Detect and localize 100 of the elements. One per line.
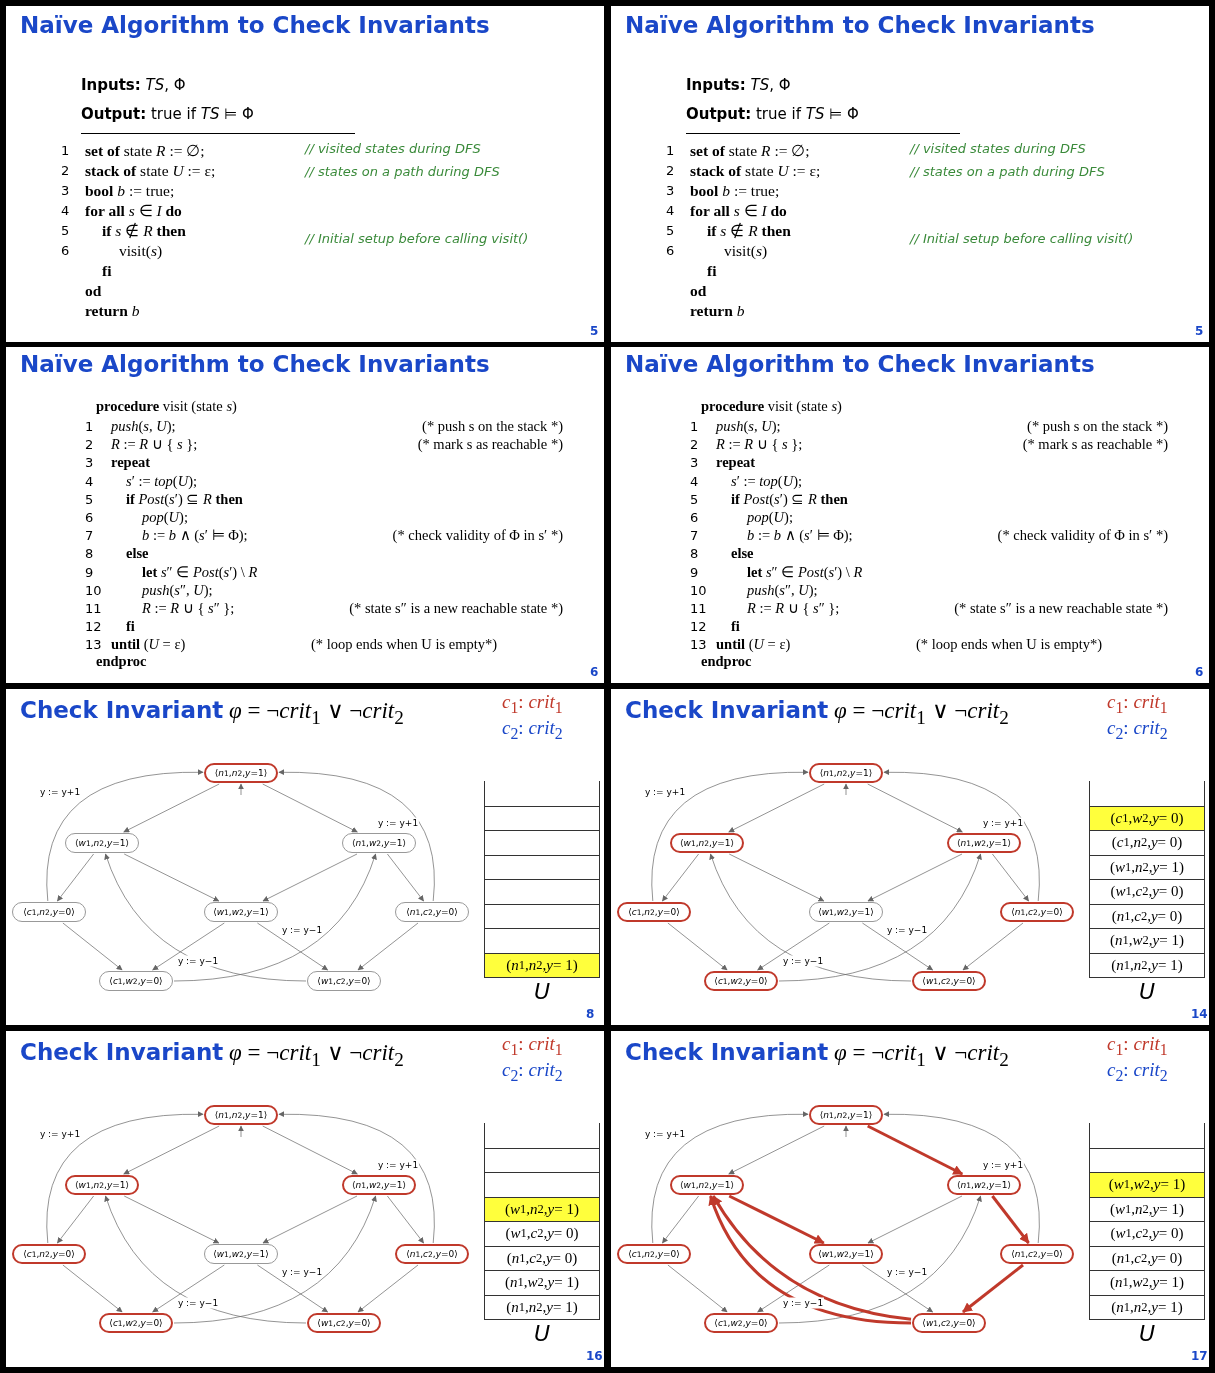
page-number: 6 bbox=[1195, 665, 1204, 680]
line-number: 9 bbox=[85, 564, 94, 581]
code-comment: // Initial setup before calling visit() bbox=[305, 231, 529, 247]
page-number: 6 bbox=[590, 665, 599, 680]
slide-title: Check Invariant φ = ¬crit$_{1}$ ∨ ¬crit$_{2}$ bbox=[20, 1039, 404, 1071]
code-line: else bbox=[731, 545, 754, 563]
line-number: 8 bbox=[85, 546, 94, 562]
proposition-label: c$_{2}$: crit$_{2}$ bbox=[1107, 717, 1168, 744]
page-number: 8 bbox=[586, 1007, 595, 1022]
code-line: od bbox=[85, 282, 102, 301]
code-line: push(s, U); bbox=[111, 418, 176, 436]
transition-arrow bbox=[991, 1195, 1030, 1244]
edge-label: y := y+1 bbox=[376, 1159, 420, 1171]
line-number: 5 bbox=[666, 223, 675, 239]
edge-label: y := y−1 bbox=[885, 1266, 929, 1278]
stack-label: U bbox=[534, 979, 551, 1006]
code-comment: // states on a path during DFS bbox=[305, 164, 500, 180]
code-line: pop(U); bbox=[142, 509, 188, 527]
page-number: 5 bbox=[1195, 324, 1204, 339]
code-line: push(s″, U); bbox=[747, 581, 818, 600]
page-number: 17 bbox=[1191, 1349, 1208, 1364]
code-line: push(s, U); bbox=[716, 418, 781, 436]
edge-label: y := y+1 bbox=[38, 1128, 82, 1140]
stack-cell bbox=[1089, 781, 1205, 806]
code-line: pop(U); bbox=[747, 509, 793, 527]
code-line: (* mark s as reachable *) bbox=[417, 436, 563, 454]
code-line: od bbox=[690, 282, 707, 301]
proposition-label: c$_{1}$: crit$_{1}$ bbox=[1107, 1033, 1168, 1060]
proposition-label: c$_{1}$: crit$_{1}$ bbox=[1107, 691, 1168, 718]
code-line: if Post(s′) ⊆ R then bbox=[126, 490, 243, 509]
line-number: 13 bbox=[85, 637, 102, 653]
slide-panel bbox=[611, 6, 1209, 342]
line-number: 6 bbox=[61, 243, 70, 259]
code-line: bool b := true; bbox=[85, 182, 175, 201]
line-number: 1 bbox=[85, 419, 94, 435]
slide-panel bbox=[6, 1031, 604, 1367]
stack-cell bbox=[484, 805, 600, 830]
line-number: 7 bbox=[690, 528, 699, 544]
edge-label: y := y−1 bbox=[781, 955, 825, 967]
code-comment: // visited states during DFS bbox=[910, 141, 1086, 157]
stack-cell bbox=[484, 854, 600, 879]
line-number: 5 bbox=[61, 223, 70, 239]
slide-title: Check Invariant φ = ¬crit$_{1}$ ∨ ¬crit$_{2}$ bbox=[20, 697, 404, 729]
slide-panel bbox=[611, 1031, 1209, 1367]
line-number: 5 bbox=[85, 491, 94, 508]
code-line: procedure visit (state s) bbox=[701, 398, 842, 416]
code-line: repeat bbox=[716, 454, 756, 472]
edge-label: y := y+1 bbox=[643, 786, 687, 798]
code-line: fi bbox=[126, 618, 135, 636]
code-line: set of state R := ∅; bbox=[85, 142, 205, 161]
code-line: (* check validity of Φ in s′ *) bbox=[997, 527, 1168, 545]
line-number: 6 bbox=[666, 243, 675, 259]
line-number: 4 bbox=[61, 203, 70, 219]
edge-label: y := y−1 bbox=[176, 1297, 220, 1309]
edge-label: y := y+1 bbox=[38, 786, 82, 798]
line-number: 3 bbox=[85, 455, 94, 471]
line-number: 8 bbox=[690, 546, 699, 562]
transition-arrow bbox=[867, 1124, 964, 1176]
line-number: 2 bbox=[690, 437, 699, 453]
code-line: for all s ∈ I do bbox=[85, 202, 182, 221]
line-number: 6 bbox=[690, 510, 699, 526]
code-line: (* check validity of Φ in s′ *) bbox=[392, 527, 563, 545]
edge-label: y := y−1 bbox=[176, 955, 220, 967]
line-number: 1 bbox=[666, 143, 675, 159]
code-line: for all s ∈ I do bbox=[690, 202, 787, 221]
code-line: visit(s) bbox=[724, 242, 768, 261]
page-number: 5 bbox=[590, 324, 599, 339]
stack-cell bbox=[484, 903, 600, 928]
slide-title: Naïve Algorithm to Check Invariants bbox=[625, 12, 1095, 40]
edge-label: y := y+1 bbox=[376, 817, 420, 829]
edge-label: y := y−1 bbox=[885, 924, 929, 936]
stack-box bbox=[484, 1123, 600, 1320]
page-number: 14 bbox=[1191, 1007, 1208, 1022]
stack-label: U bbox=[1139, 1321, 1156, 1348]
slide-title: Naïve Algorithm to Check Invariants bbox=[20, 351, 490, 379]
code-line: stack of state U := ε; bbox=[690, 162, 821, 181]
code-line: until (U = ε) bbox=[111, 636, 186, 654]
transition-arrow bbox=[962, 1263, 1024, 1314]
code-line: visit(s) bbox=[119, 242, 163, 261]
line-number: 6 bbox=[85, 510, 94, 526]
stack-cell bbox=[484, 928, 600, 953]
code-line: push(s″, U); bbox=[142, 581, 213, 600]
stack-label: U bbox=[1139, 979, 1156, 1006]
code-line: (* push s on the stack *) bbox=[422, 418, 563, 436]
code-line: else bbox=[126, 545, 149, 563]
code-line: return b bbox=[690, 302, 745, 321]
line-number: 12 bbox=[690, 619, 707, 635]
proposition-label: c$_{1}$: crit$_{1}$ bbox=[502, 691, 563, 718]
line-number: 2 bbox=[61, 163, 70, 179]
io-spec: Inputs: TS, Φ bbox=[686, 76, 791, 94]
line-number: 7 bbox=[85, 528, 94, 544]
slide-title: Naïve Algorithm to Check Invariants bbox=[625, 351, 1095, 379]
code-line: b := b ∧ (s′ ⊨ Φ); bbox=[747, 527, 853, 545]
slide-panel bbox=[6, 6, 604, 342]
line-number: 10 bbox=[85, 582, 102, 599]
line-number: 13 bbox=[690, 637, 707, 653]
line-number: 3 bbox=[690, 455, 699, 471]
edge-label: y := y−1 bbox=[280, 1266, 324, 1278]
stack-cell bbox=[484, 830, 600, 855]
slide-title: Naïve Algorithm to Check Invariants bbox=[20, 12, 490, 40]
